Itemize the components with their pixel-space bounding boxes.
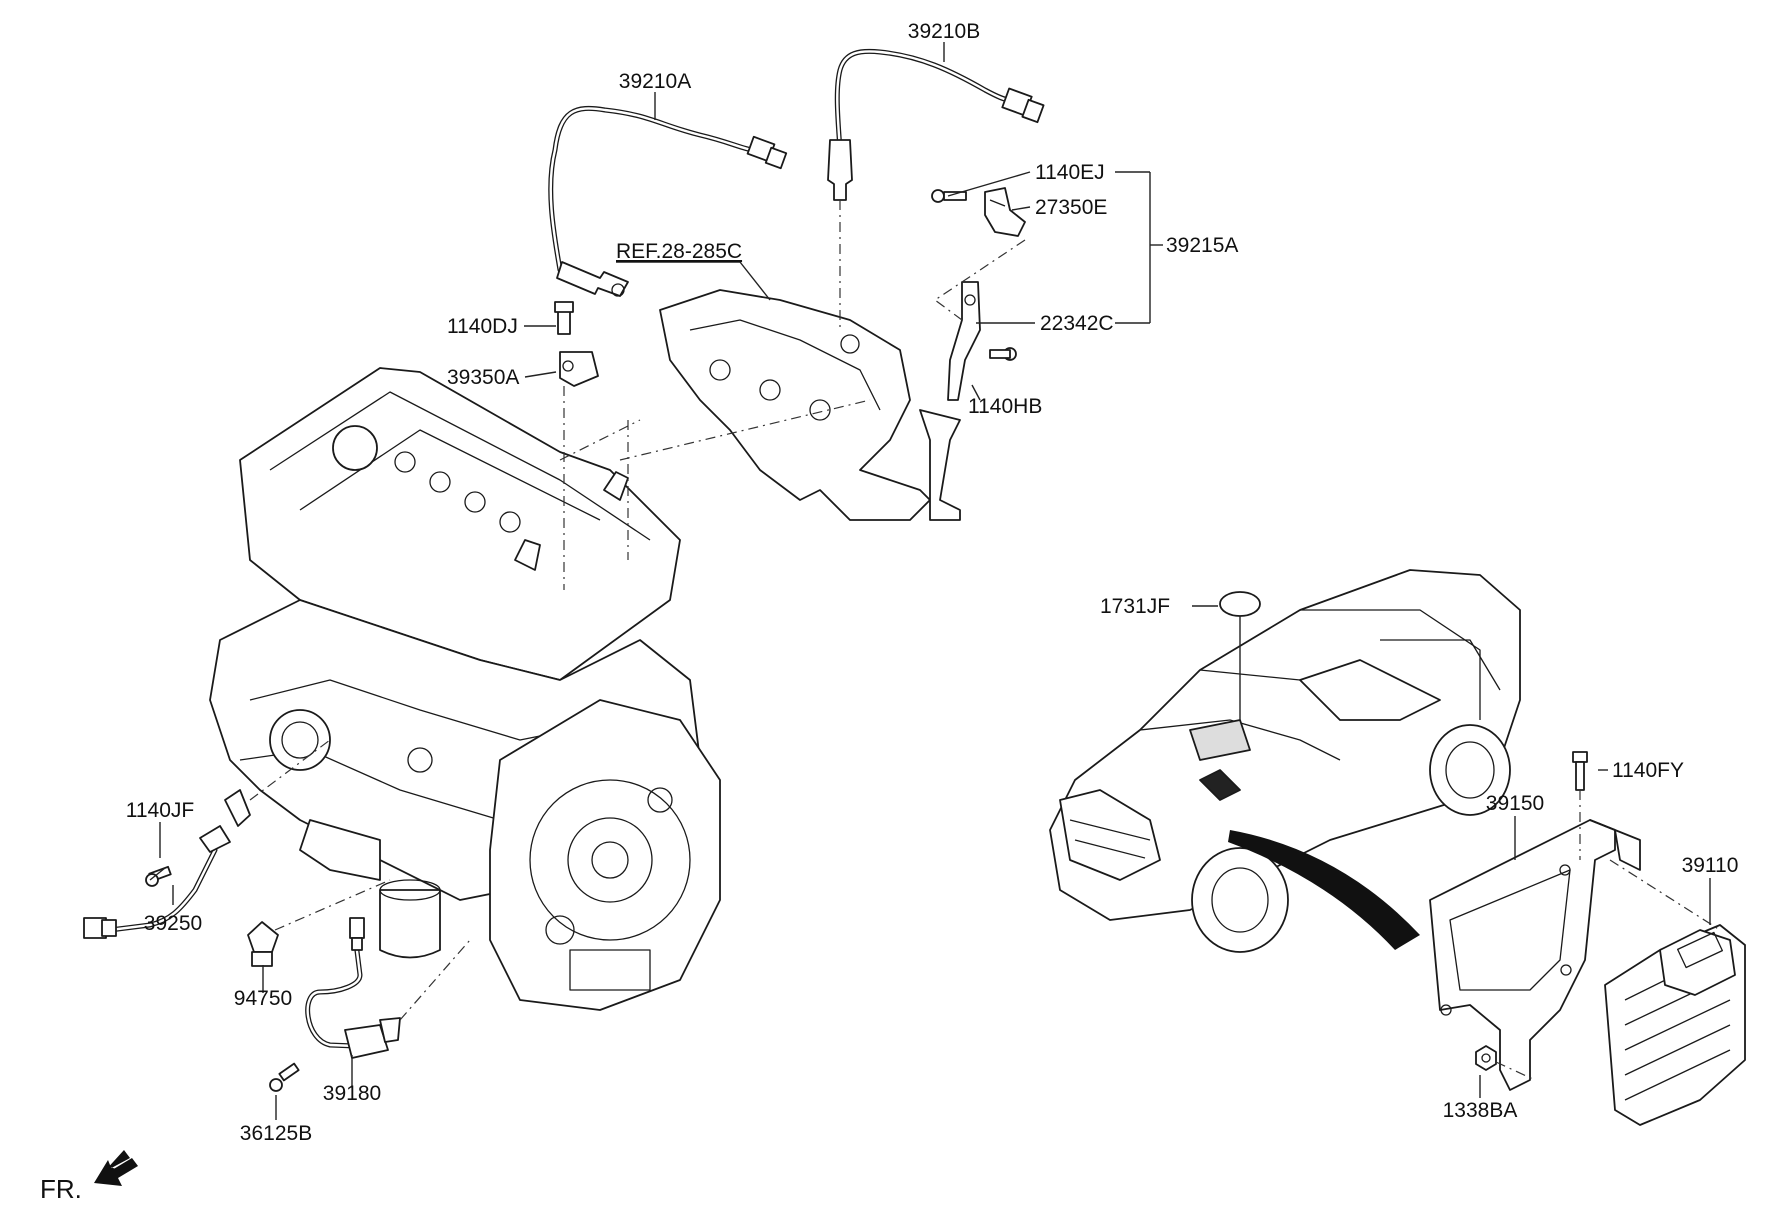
front-direction-indicator: FR. [40,1150,138,1204]
label-39110: 39110 [1682,854,1739,877]
nut-1338BA [1475,1045,1497,1071]
bolt-1140EJ [931,189,967,203]
label-94750: 94750 [234,987,292,1010]
bolt-1140HB [989,347,1017,361]
label-1140DJ: 1140DJ [447,315,518,338]
label-1140JF: 1140JF [126,799,195,822]
label-1140FY: 1140FY [1612,759,1684,782]
camshaft-position-sensor [554,301,599,590]
label-39250: 39250 [144,912,202,935]
exhaust-manifold [659,289,961,521]
bolt-1140JF [145,865,172,887]
label-22342C: 22342C [1040,312,1114,335]
label-39210B: 39210B [908,20,980,43]
label-39210A: 39210A [619,70,691,93]
label-39150: 39150 [1486,792,1544,815]
leader-lines [149,42,1711,1120]
label-27350E: 27350E [1035,196,1107,219]
front-label: FR. [40,1174,82,1204]
oil-pressure-switch [247,879,391,967]
bolt-36125B [269,1062,300,1092]
oxygen-sensor-front [548,105,788,297]
label-39215A: 39215A [1166,234,1238,257]
label-39350A: 39350A [447,366,519,389]
label-36125B: 36125B [240,1122,312,1145]
label-1140HB: 1140HB [968,395,1042,418]
label-39180: 39180 [323,1082,381,1105]
crankshaft-position-sensor [269,917,471,1092]
label-1731JF: 1731JF [1100,595,1170,618]
ecu-bracket [1429,751,1641,1091]
label-1140EJ: 1140EJ [1035,161,1105,184]
label-1338BA: 1338BA [1443,1099,1518,1122]
vehicle-illustration [1049,569,1521,953]
engine-control-unit [1604,859,1746,1126]
label-ref-28-285c: REF.28-285C [616,240,742,263]
part-labels: 39210B 39210A 1140EJ 27350E 39215A REF.2… [126,20,1739,1145]
engine-assembly [209,367,721,1011]
knock-sensor [83,739,331,939]
bolt-1140FY [1572,751,1588,791]
oxygen-sensor-rear [827,48,1045,330]
heat-protector-bracket [931,187,1026,401]
